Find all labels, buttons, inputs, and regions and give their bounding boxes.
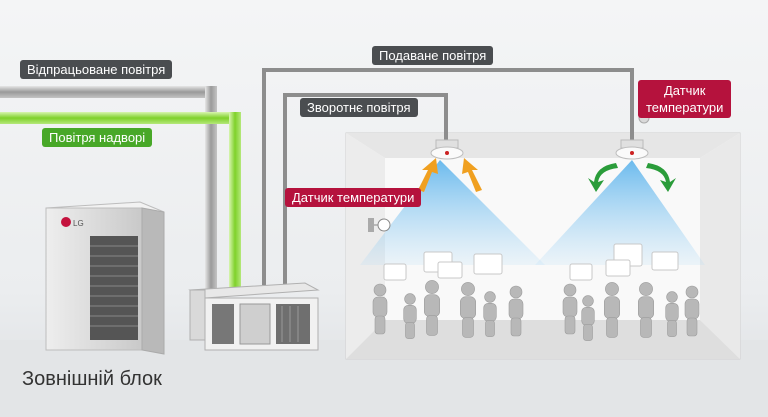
supply-arrow-left: [588, 163, 618, 192]
lg-logo-icon: [61, 217, 71, 227]
room-temp-sensor-label-line1: Датчик: [663, 83, 706, 98]
person-figure: [637, 282, 654, 338]
duct-temp-sensor-label: Датчик температури: [285, 188, 422, 207]
people-group: [372, 280, 700, 341]
supply-air-duct: [262, 68, 634, 285]
return-ceiling-unit: [430, 139, 464, 160]
outdoor-air-label: Повітря надворі: [42, 128, 153, 147]
supply-arrow-right: [646, 163, 676, 192]
room-temp-sensor-label-line2: температури: [646, 100, 724, 115]
supply-airflow-cone: [535, 160, 705, 265]
person-figure: [562, 283, 578, 335]
outdoor-air-pipe: [0, 112, 241, 290]
person-figure: [665, 291, 679, 337]
person-figure: [483, 291, 497, 337]
return-arrow-left: [418, 158, 438, 192]
person-figure: [423, 280, 440, 336]
supply-ceiling-unit: [615, 139, 649, 160]
person-figure: [508, 285, 524, 337]
return-air-label: Зворотнє повітря: [300, 98, 418, 117]
person-figure: [603, 282, 620, 338]
return-airflow-cone: [360, 160, 545, 265]
person-figure: [581, 295, 595, 341]
unit-brand: LG: [73, 219, 84, 228]
person-figure: [459, 282, 476, 338]
exhaust-air-pipe: [0, 86, 217, 291]
exhaust-air-label: Відпрацьоване повітря: [20, 60, 173, 79]
return-arrow-right: [462, 158, 482, 192]
speech-bubbles: [383, 243, 679, 281]
duct-sensor-icon: [368, 218, 391, 232]
person-figure: [403, 293, 417, 339]
outdoor-unit-title: Зовнішній блок: [22, 368, 162, 390]
person-figure: [372, 283, 388, 335]
air-handling-unit: [188, 282, 320, 351]
supply-air-label: Подаване повітря: [372, 46, 494, 65]
outdoor-unit: LG: [45, 201, 165, 355]
room-temp-sensor-label: Датчик температури: [638, 80, 732, 118]
person-figure: [684, 285, 700, 337]
